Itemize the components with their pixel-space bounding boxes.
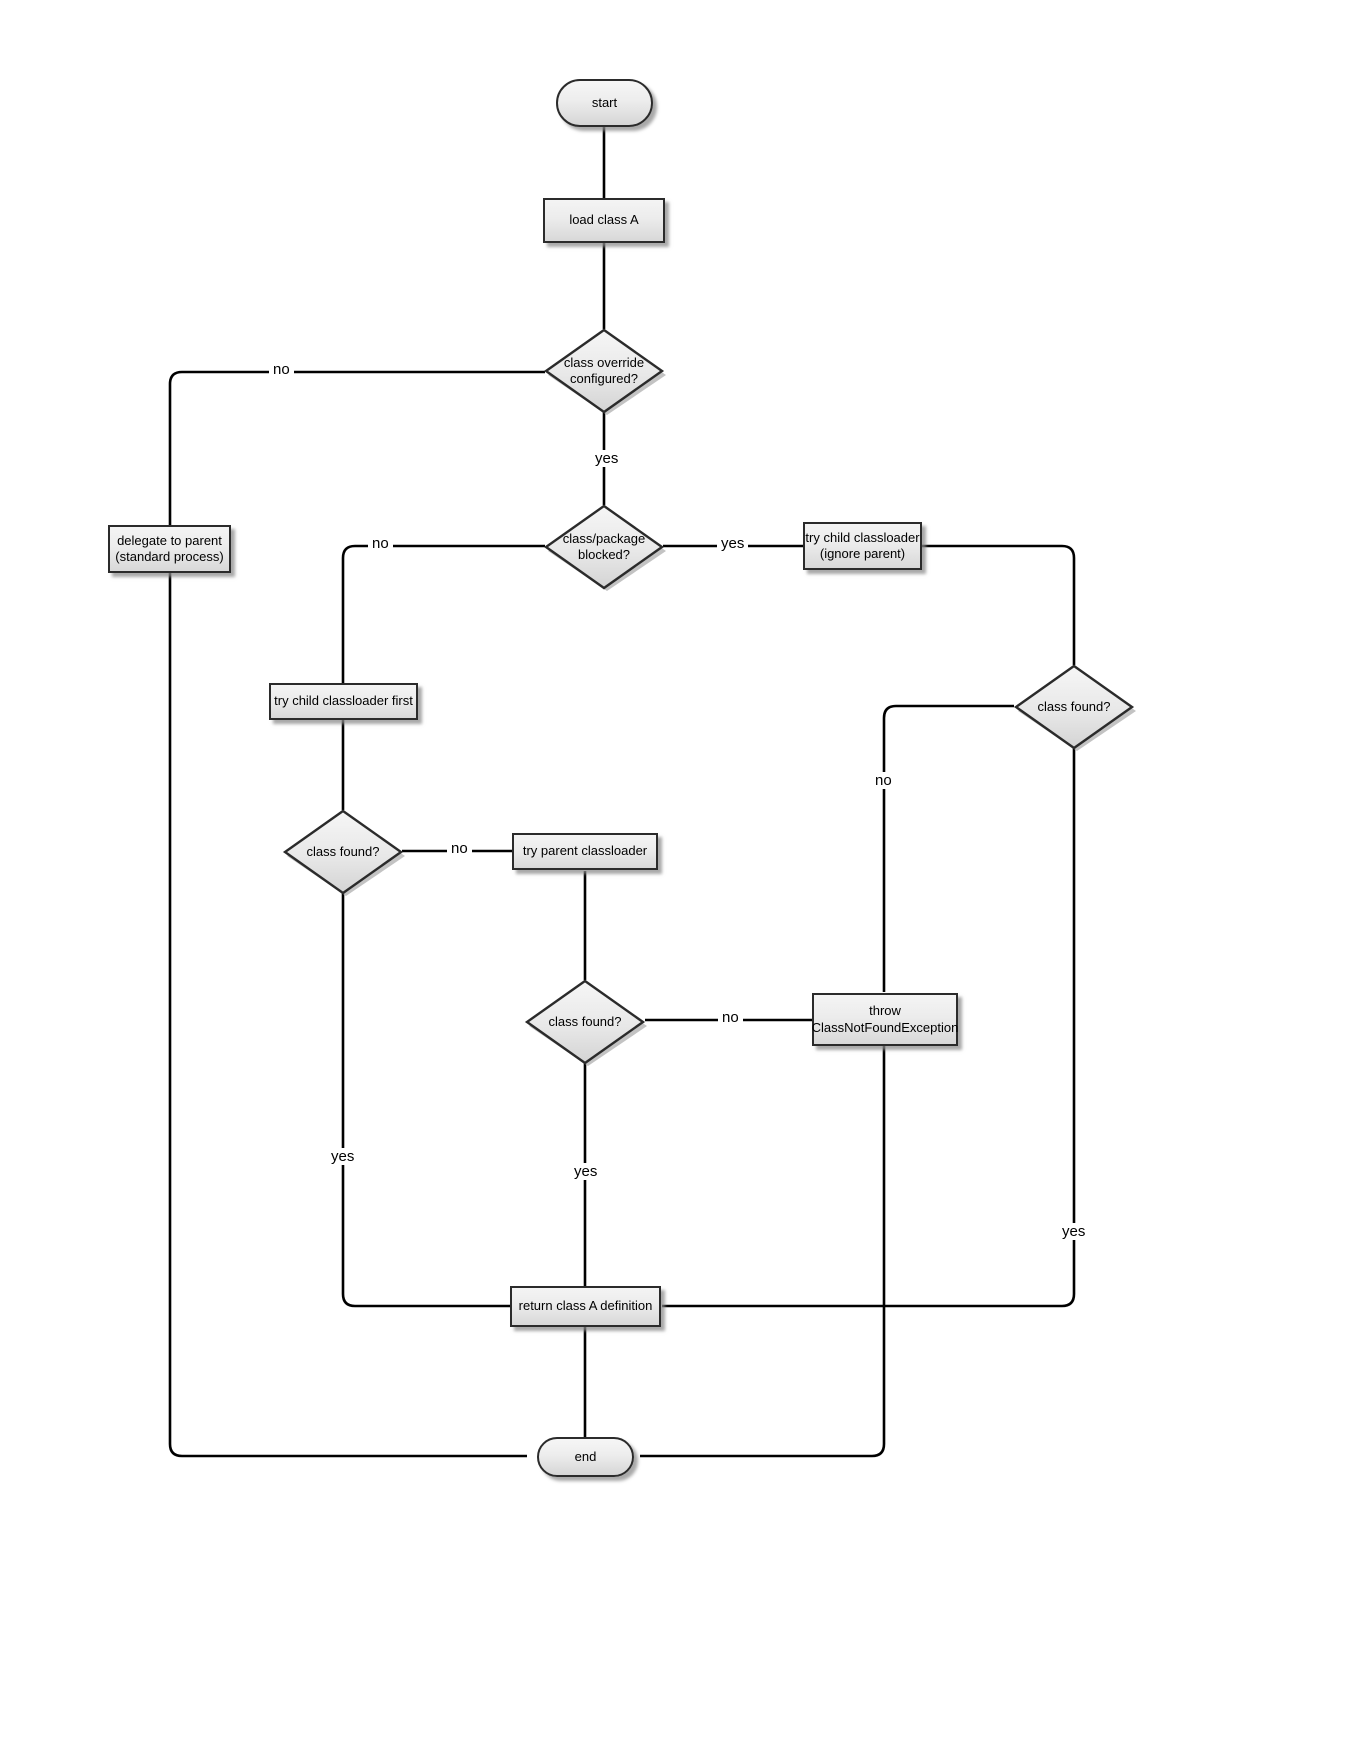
edge-label-found-left-yes-text: yes [331,1148,355,1165]
edge-label-found-left-no-text: no [451,840,468,857]
node-try-child-classloader-first-label: try child classloader first [274,693,413,709]
node-class-override-configured[interactable]: class override configured? [543,328,666,415]
node-delegate-to-parent[interactable]: delegate to parent (standard process) [108,525,231,573]
edge-label-blocked-yes-text: yes [721,535,745,552]
edge-label-blocked-no: no [368,535,393,552]
edge-override-no [168,370,545,525]
edge-found-left-yes [341,892,510,1308]
edge-label-blocked-yes: yes [717,535,749,552]
node-try-parent-classloader[interactable]: try parent classloader [512,833,658,870]
node-start-label: start [591,94,618,110]
edge-label-found-mid-yes-text: yes [574,1163,598,1180]
node-end[interactable]: end [537,1437,634,1477]
edge-label-found-left-no: no [447,840,472,857]
node-class-found-mid[interactable]: class found? [524,979,647,1066]
node-try-child-classloader-first[interactable]: try child classloader first [269,683,418,720]
node-class-package-blocked[interactable]: class/package blocked? [543,504,666,591]
edge-delegate-to-end [168,573,527,1458]
node-start[interactable]: start [556,79,653,127]
edge-label-found-right-no: no [871,772,896,789]
node-return-class-a-definition-label: return class A definition [518,1298,653,1314]
edge-found-right-yes [662,747,1076,1308]
node-throw-classnotfoundexception[interactable]: throw ClassNotFoundException [812,993,958,1046]
edge-label-found-right-no-text: no [875,772,892,789]
node-class-found-left[interactable]: class found? [282,809,405,896]
node-end-label: end [574,1448,597,1464]
node-load-class-a[interactable]: load class A [543,198,665,243]
node-throw-classnotfoundexception-label: throw ClassNotFoundException [811,1003,959,1035]
edge-label-found-right-yes-text: yes [1062,1223,1086,1240]
edge-found-right-no [882,704,1014,992]
edge-label-found-left-yes: yes [327,1148,359,1165]
node-class-found-right[interactable]: class found? [1013,664,1136,751]
edge-label-override-yes: yes [591,450,623,467]
edge-label-found-right-yes: yes [1058,1223,1090,1240]
edge-label-blocked-no-text: no [372,535,389,552]
edge-label-override-yes-text: yes [595,450,619,467]
node-try-child-ignore-parent[interactable]: try child classloader (ignore parent) [803,522,922,570]
node-delegate-to-parent-label: delegate to parent (standard process) [115,532,224,564]
node-try-child-ignore-parent-label: try child classloader (ignore parent) [805,529,920,561]
edge-blocked-no [341,544,545,683]
edge-label-override-no: no [269,361,294,378]
node-return-class-a-definition[interactable]: return class A definition [510,1286,661,1327]
edge-label-found-mid-no: no [718,1009,743,1026]
edge-throw-to-end [640,1046,886,1458]
edge-label-found-mid-yes: yes [570,1163,602,1180]
edge-trychild-to-found-right [922,544,1076,665]
node-try-parent-classloader-label: try parent classloader [522,843,648,859]
edge-label-found-mid-no-text: no [722,1009,739,1026]
node-load-class-a-label: load class A [569,212,639,228]
edge-label-override-no-text: no [273,361,290,378]
